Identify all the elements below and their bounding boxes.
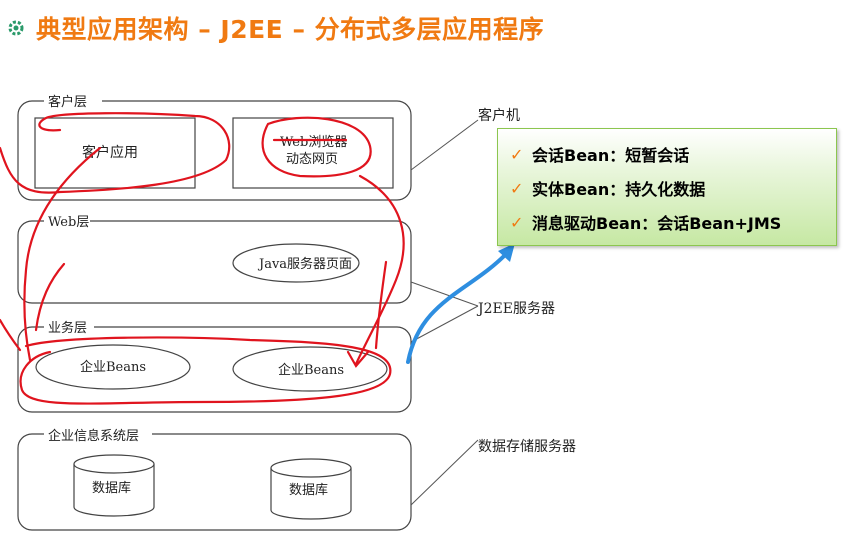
bean-type-item: ✓ 消息驱动Bean：会话Bean+JMS bbox=[510, 205, 836, 239]
web-layer-label: Web层 bbox=[48, 215, 89, 230]
database-left-icon bbox=[73, 454, 155, 517]
client-layer-label: 客户层 bbox=[48, 94, 87, 110]
checkmark-icon: ✓ bbox=[510, 144, 524, 164]
database-right-icon bbox=[270, 458, 352, 520]
j2ee-server-label: J2EE服务器 bbox=[476, 301, 555, 317]
red-annotations bbox=[0, 112, 405, 405]
checkmark-icon: ✓ bbox=[510, 212, 524, 232]
dynamic-page-label: 动态网页 bbox=[286, 152, 338, 167]
bean-type-label: 实体Bean：持久化数据 bbox=[532, 180, 706, 199]
db-left-label: 数据库 bbox=[92, 480, 131, 496]
web-layer: Web层 Java服务器页面 bbox=[17, 214, 412, 304]
eis-layer-label: 企业信息系统层 bbox=[48, 428, 139, 444]
bean-type-item: ✓ 会话Bean：短暂会话 bbox=[510, 137, 836, 171]
checkmark-icon: ✓ bbox=[510, 178, 524, 198]
client-machine-label: 客户机 bbox=[478, 107, 520, 124]
business-layer-label: 业务层 bbox=[48, 320, 87, 336]
client-app-label: 客户应用 bbox=[82, 144, 138, 161]
connector-lines bbox=[410, 119, 479, 506]
business-layer: 业务层 企业Beans 企业Beans bbox=[17, 320, 412, 413]
browser-label: Web浏览器 bbox=[280, 134, 347, 150]
bean-type-label: 消息驱动Bean：会话Bean+JMS bbox=[532, 214, 782, 233]
db-server-label: 数据存储服务器 bbox=[478, 439, 576, 455]
jsp-label: Java服务器页面 bbox=[257, 256, 352, 272]
bean-type-item: ✓ 实体Bean：持久化数据 bbox=[510, 171, 836, 205]
bean-type-label: 会话Bean：短暂会话 bbox=[532, 146, 690, 165]
gear-flower-icon bbox=[8, 20, 24, 36]
client-layer: 客户层 客户应用 Web浏览器 动态网页 bbox=[17, 94, 412, 201]
blue-arrow bbox=[406, 243, 515, 364]
eis-layer: 企业信息系统层 数据库 数据库 bbox=[17, 427, 412, 531]
slide-title: 典型应用架构 – J2EE – 分布式多层应用程序 bbox=[36, 15, 545, 44]
bean-types-box: ✓ 会话Bean：短暂会话 ✓ 实体Bean：持久化数据 ✓ 消息驱动Bean：… bbox=[497, 128, 837, 246]
bean-right-label: 企业Beans bbox=[278, 362, 344, 378]
db-right-label: 数据库 bbox=[289, 482, 328, 498]
bean-left-label: 企业Beans bbox=[80, 359, 146, 375]
